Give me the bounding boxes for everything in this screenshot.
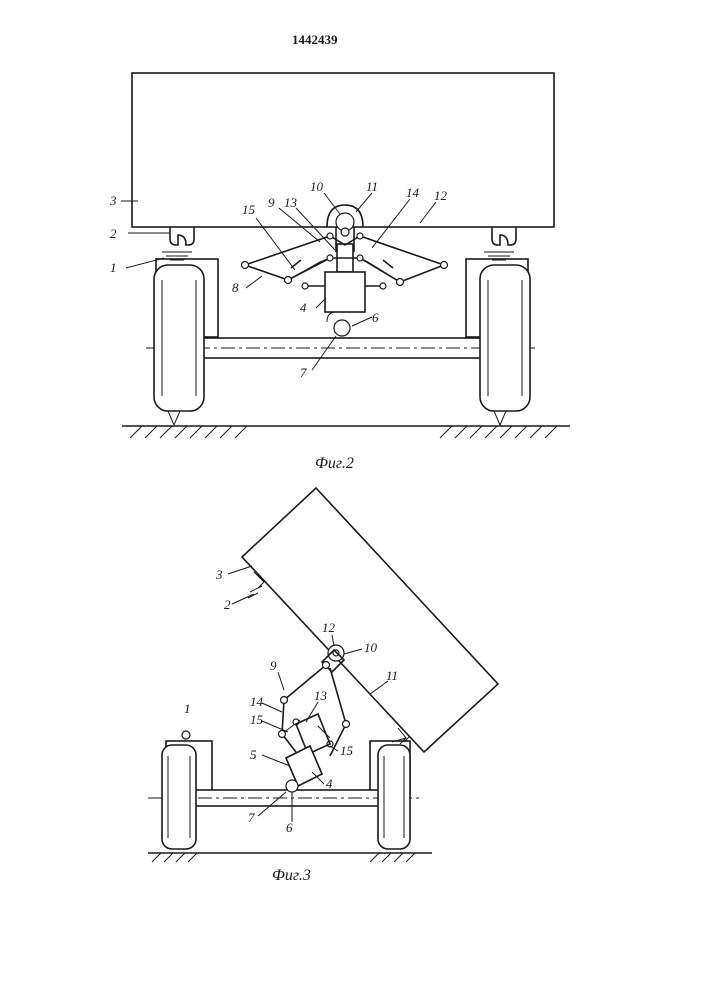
- label-5-fig3: 5: [250, 747, 257, 762]
- label-2: 2: [110, 226, 117, 241]
- label-11-fig3: 12: [322, 620, 336, 635]
- figure-3-caption: Фиг.3: [272, 867, 311, 884]
- label-15: 15: [242, 202, 256, 217]
- wheel-right-fig3: [378, 745, 410, 849]
- body-support-right: [484, 227, 516, 260]
- label-8: 8: [232, 280, 239, 295]
- label-1: 1: [110, 260, 117, 275]
- label-10: 10: [310, 179, 324, 194]
- label-3-fig3: 3: [215, 567, 223, 582]
- label-15-left-fig3: 15: [250, 712, 264, 727]
- figure-3: 3 2 1 12 10 11 9 13 14 15 15 5 4 7 6 Фиг…: [148, 488, 498, 884]
- label-7: 7: [300, 365, 307, 380]
- dump-body-tilted: [242, 488, 498, 752]
- document-number: 1442439: [292, 32, 338, 47]
- label-4-fig3: 4: [326, 776, 333, 791]
- label-14-fig3: 14: [250, 694, 264, 709]
- label-12: 12: [434, 188, 448, 203]
- lower-mount: [327, 312, 352, 338]
- label-6: 6: [372, 310, 379, 325]
- label-14: 14: [406, 185, 420, 200]
- ground-line: [122, 426, 570, 438]
- label-15-right-fig3: 15: [340, 743, 354, 758]
- body-support-left-fig3: [248, 572, 264, 598]
- wheel-left-fig3: [162, 745, 196, 849]
- ground-line-fig3: [148, 853, 432, 862]
- label-13: 13: [284, 195, 298, 210]
- wheel-left: [154, 265, 204, 425]
- label-7-fig3: 7: [248, 810, 255, 825]
- body-support-left: [162, 227, 194, 260]
- figure-2-caption: Фиг.2: [315, 455, 354, 472]
- label-13-fig3: 13: [314, 688, 328, 703]
- label-11: 11: [366, 179, 378, 194]
- label-4: 4: [300, 300, 307, 315]
- label-10-fig3: 10: [364, 640, 378, 655]
- label-6-fig3: 6: [286, 820, 293, 835]
- label-2-fig3: 2: [224, 597, 231, 612]
- dump-body: [132, 73, 554, 227]
- label-1-fig3: 1: [184, 701, 191, 716]
- label-3: 3: [109, 193, 117, 208]
- wheel-right: [480, 265, 530, 425]
- figure-2: 3 2 1 8 15 9 13 10 11 14 12 4 6 7 Фиг.2: [109, 73, 570, 472]
- label-9: 9: [268, 195, 275, 210]
- label-9-fig3: 9: [270, 658, 277, 673]
- hydraulic-cylinder: [325, 244, 365, 312]
